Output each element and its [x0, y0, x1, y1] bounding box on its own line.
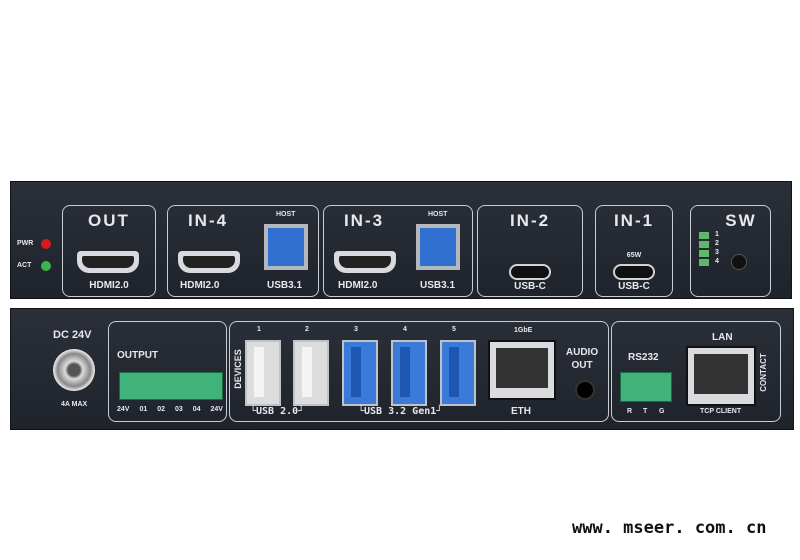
usb-port-number: 1 — [257, 326, 261, 333]
in1-port-label: USB-C — [618, 281, 650, 292]
sw-title: SW — [725, 211, 757, 230]
usb-a-port-icon — [391, 340, 427, 406]
watermark: www. mseer. com. cn — [572, 518, 767, 538]
rs232-title: RS232 — [628, 352, 659, 363]
usb-c-port-icon — [509, 264, 551, 280]
hdmi-port-icon — [77, 251, 139, 273]
usb-group: DEVICES 1 2 3 4 5 └USB 2.0┘ └USB 3.2 Gen… — [229, 321, 609, 422]
usb-port-number: 5 — [452, 326, 456, 333]
in4-title: IN-4 — [187, 211, 229, 230]
pwr-led-icon — [41, 239, 51, 249]
sw-led-2: 2 — [715, 240, 719, 247]
output-pin: 24V — [210, 406, 223, 413]
audio-out-label: AUDIO OUT — [565, 347, 599, 371]
lan-title: LAN — [712, 332, 733, 343]
usb2-label: └USB 2.0┘ — [250, 406, 305, 417]
dc-jack-icon — [53, 349, 95, 391]
output-group: OUTPUT 24V 01 02 03 04 24V — [108, 321, 227, 422]
usb3-label: └USB 3.2 Gen1┘ — [358, 406, 443, 417]
dc-sub: 4A MAX — [61, 401, 88, 408]
usb-port-number: 3 — [354, 326, 358, 333]
contact-label: CONTACT — [758, 353, 768, 392]
rs232-terminal-icon — [620, 372, 672, 402]
act-led-icon — [41, 261, 51, 271]
in1-group: IN-1 65W USB-C — [595, 205, 673, 297]
usb-b-port-icon — [264, 224, 308, 270]
ethernet-port-icon — [488, 340, 556, 400]
usb-a-port-icon — [293, 340, 329, 406]
output-title: OUTPUT — [117, 350, 159, 361]
in3-host: HOST — [428, 211, 448, 218]
output-pin: 02 — [157, 406, 165, 413]
eth-top-label: 1GbE — [514, 327, 533, 334]
sw-group: SW 1 2 3 4 — [690, 205, 771, 297]
act-label: ACT — [17, 262, 32, 269]
output-pin: 01 — [139, 406, 148, 413]
usb-a-port-icon — [440, 340, 476, 406]
output-pin: 03 — [174, 406, 183, 413]
usb-b-port-icon — [416, 224, 460, 270]
control-group: RS232 R T G LAN TCP CLIENT CONTACT — [611, 321, 781, 422]
usb-a-port-icon — [245, 340, 281, 406]
usb-port-number: 2 — [305, 326, 309, 333]
in3-usb-label: USB3.1 — [420, 280, 456, 291]
sw-led-1: 1 — [715, 231, 719, 238]
in1-title: IN-1 — [613, 211, 655, 230]
sw-led-4: 4 — [715, 258, 719, 265]
terminal-block-icon — [119, 372, 223, 400]
in4-hdmi-label: HDMI2.0 — [180, 280, 220, 291]
output-pin: 04 — [192, 406, 201, 413]
dc-title: DC 24V — [53, 329, 92, 341]
in3-group: IN-3 HOST HDMI2.0 USB3.1 — [323, 205, 473, 297]
rs232-pin: T — [643, 408, 648, 415]
usb-a-port-icon — [342, 340, 378, 406]
in1-power: 65W — [626, 252, 642, 259]
rs232-pin: G — [659, 408, 665, 415]
in3-title: IN-3 — [343, 211, 385, 230]
out-title: OUT — [88, 211, 130, 230]
audio-jack-icon — [575, 380, 595, 400]
hdmi-port-icon — [334, 251, 396, 273]
rs232-pin: R — [627, 408, 633, 415]
usb-port-number: 4 — [403, 326, 407, 333]
devices-label: DEVICES — [232, 349, 243, 389]
in3-hdmi-label: HDMI2.0 — [338, 280, 378, 291]
in4-group: IN-4 HOST HDMI2.0 USB3.1 — [167, 205, 319, 297]
front-panel: PWR ACT OUT HDMI2.0 IN-4 HOST HDMI2.0 US… — [10, 181, 792, 299]
pwr-label: PWR — [17, 240, 34, 247]
out-port-label: HDMI2.0 — [89, 280, 129, 291]
in4-usb-label: USB3.1 — [267, 280, 303, 291]
hdmi-port-icon — [178, 251, 240, 273]
eth-label: ETH — [511, 406, 531, 417]
usb-c-port-icon — [613, 264, 655, 280]
in2-group: IN-2 USB-C — [477, 205, 583, 297]
rear-panel: DC 24V 4A MAX OUTPUT 24V 01 02 03 04 24V… — [10, 308, 794, 430]
in2-title: IN-2 — [509, 211, 551, 230]
sw-led-3: 3 — [715, 249, 719, 256]
in2-port-label: USB-C — [514, 281, 546, 292]
out-group: OUT HDMI2.0 — [62, 205, 156, 297]
switch-button[interactable] — [731, 254, 747, 270]
in4-host: HOST — [276, 211, 296, 218]
output-pin: 24V — [117, 406, 130, 413]
lan-port-icon — [686, 346, 756, 406]
lan-sub: TCP CLIENT — [700, 408, 742, 415]
